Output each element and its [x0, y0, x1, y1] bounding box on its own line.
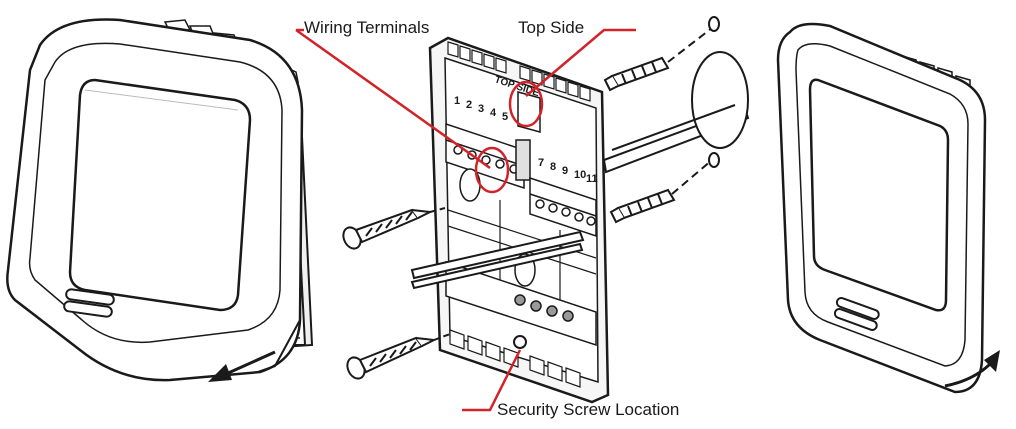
terminal-number: 11 — [586, 173, 598, 185]
terminal-number: 5 — [502, 111, 508, 123]
wall-anchors — [603, 16, 720, 224]
installed-thermostat-screen — [808, 78, 950, 312]
terminal-number: 10 — [574, 169, 586, 181]
terminal-number: 1 — [454, 95, 460, 107]
installed-thermostat — [776, 22, 1000, 394]
wall-anchor — [603, 56, 670, 92]
thermostat-button — [63, 288, 115, 318]
top-side-label: Top Side — [518, 18, 585, 37]
removal-arrow — [208, 350, 276, 382]
terminal-block-right — [529, 176, 597, 238]
mounting-screw — [342, 207, 446, 250]
rotation-arrow — [944, 350, 1000, 388]
terminal-numbers-right: 7 8 9 10 11 — [538, 157, 598, 185]
wall-hole — [691, 51, 749, 149]
terminal-block-bottom — [445, 260, 597, 347]
top-side-highlight — [508, 80, 544, 128]
plate-top-ridges — [447, 41, 591, 102]
terminal-number: 4 — [490, 107, 497, 119]
terminal-block-left — [445, 122, 531, 190]
terminal-number: 7 — [538, 157, 544, 169]
mounting-base-plate: TOP SIDE 1 2 3 4 5 7 8 9 10 11 — [428, 36, 610, 404]
security-screw-label: Security Screw Location — [497, 400, 680, 419]
callout-lines — [295, 28, 636, 412]
mounting-screws — [342, 207, 451, 380]
wiring-terminals-highlight — [474, 146, 510, 194]
wall-anchor — [609, 188, 676, 224]
wiring-terminals-label: Wiring Terminals — [304, 18, 430, 37]
wiring-terminals-callout-line — [295, 28, 491, 170]
installed-thermostat-button — [833, 296, 880, 331]
terminal-numbers-left: 1 2 3 4 5 — [454, 95, 508, 123]
mounting-screw — [346, 333, 451, 380]
top-side-callout-line — [525, 28, 636, 97]
thermostat-screen — [68, 78, 252, 312]
terminal-number: 8 — [550, 161, 556, 173]
terminal-number: 2 — [466, 99, 472, 111]
terminal-number: 3 — [478, 103, 484, 115]
terminal-number: 9 — [562, 165, 568, 177]
security-screw-boss — [513, 335, 527, 349]
thermostat-removal-view — [6, 18, 314, 382]
security-screw-callout-line — [462, 349, 522, 412]
